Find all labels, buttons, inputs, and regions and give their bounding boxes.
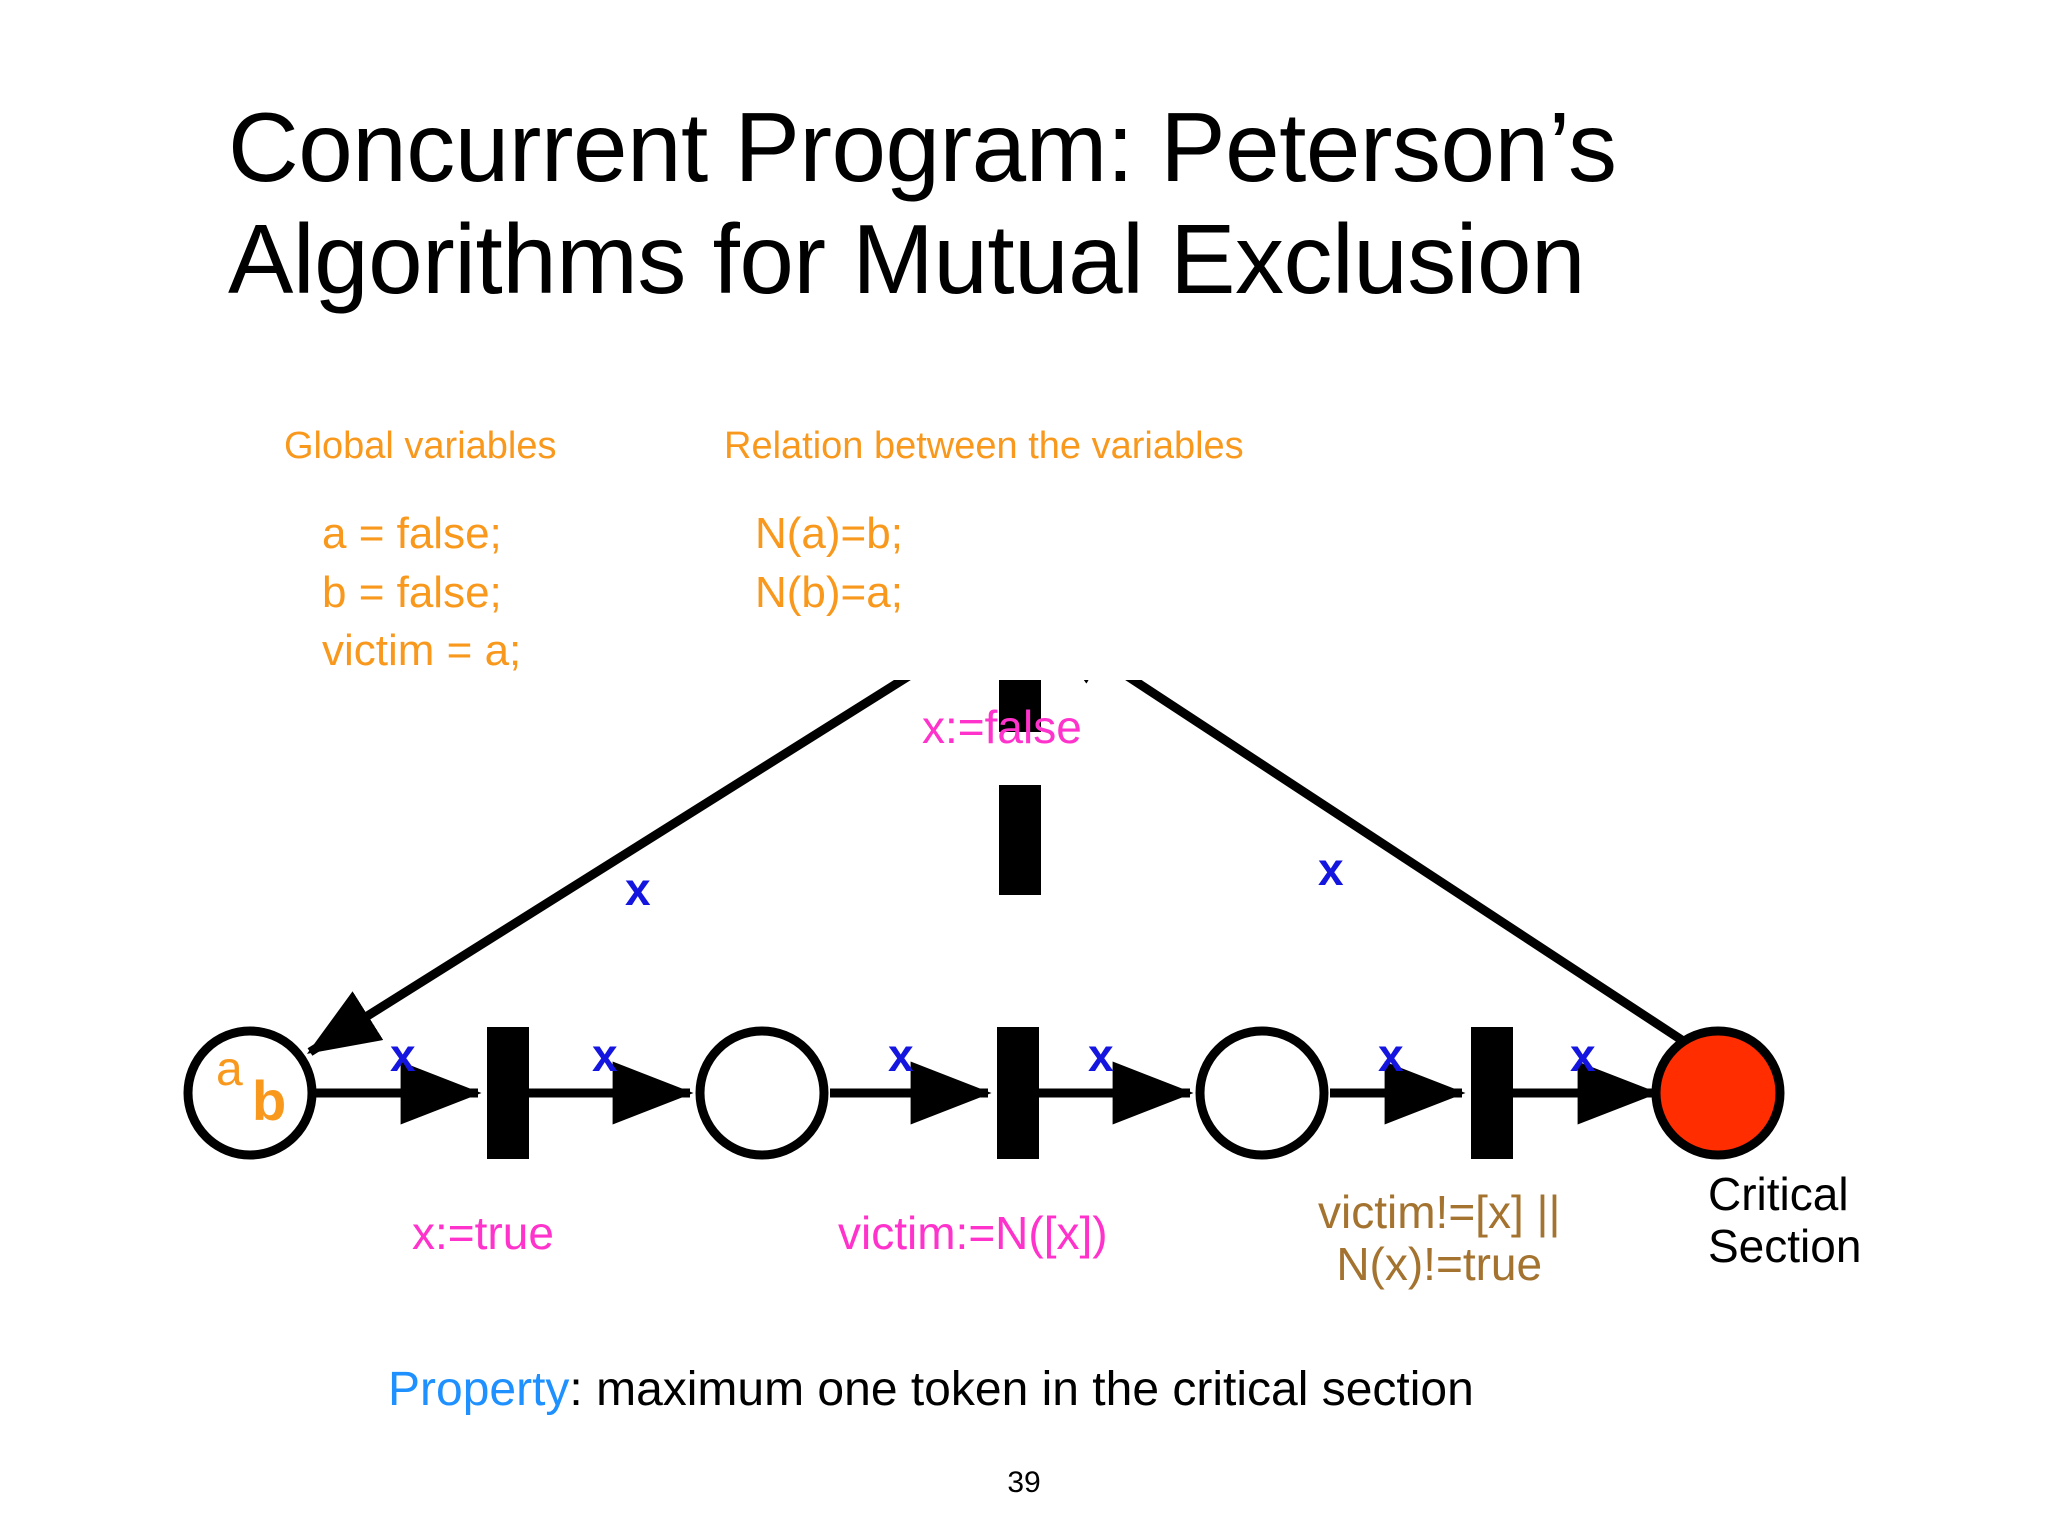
relation-line-na: N(a)=b; (755, 509, 903, 558)
transition-guard (1471, 1027, 1513, 1159)
transition-release (999, 680, 1041, 732)
relation-line-nb: N(b)=a; (755, 567, 903, 617)
globals-line-b: b = false; (322, 567, 502, 617)
token-b: b (252, 1069, 287, 1132)
title-line-2: Algorithms for Mutual Exclusion (228, 203, 1586, 314)
critical-caption-line-1: Critical (1708, 1168, 1849, 1220)
place-start (183, 1026, 317, 1160)
globals-code-block: a = false; b = false; victim = a; (322, 505, 521, 681)
transition-label-set-victim: victim:=N([x]) (838, 1207, 1108, 1259)
arc-label-t0-p1: x (592, 1029, 618, 1081)
relation-heading: Relation between the variables (724, 425, 1244, 467)
token-a: a (216, 1043, 243, 1096)
transition-label-guard: victim!=[x] || N(x)!=true (1318, 1186, 1560, 1291)
place-critical-section (1651, 1026, 1785, 1160)
globals-line-victim: victim = a; (322, 626, 522, 676)
globals-heading: Global variables (284, 425, 557, 467)
transition-release-bar (999, 785, 1041, 895)
place-mid-2 (1195, 1026, 1329, 1160)
arc-label-p2-t2: x (1378, 1029, 1404, 1081)
place-mid-1 (695, 1026, 829, 1160)
guard-line-2: N(x)!=true (1336, 1238, 1543, 1291)
relation-code-block: N(a)=b; N(b)=a; (755, 505, 903, 622)
guard-line-1: victim!=[x] || (1318, 1186, 1561, 1238)
arc-label-p1-t1: x (888, 1029, 914, 1081)
transition-set-flag (487, 1027, 529, 1159)
title-line-1: Concurrent Program: Peterson’s (228, 92, 1617, 202)
globals-line-a: a = false; (322, 509, 502, 558)
critical-caption-line-2: Section (1708, 1220, 1862, 1273)
arc-label-t2-p3: x (1570, 1029, 1596, 1081)
page-number: 39 (1007, 1466, 1041, 1499)
property-separator: : (569, 1363, 597, 1416)
transition-label-set-flag: x:=true (412, 1207, 554, 1259)
transition-set-victim (997, 1027, 1039, 1159)
critical-section-caption: Critical Section (1708, 1168, 1861, 1273)
arc-label-release-left: x (625, 863, 651, 915)
petri-net-diagram (0, 680, 2048, 1300)
arc-label-t1-p2: x (1088, 1029, 1114, 1081)
property-keyword: Property (388, 1363, 570, 1416)
page-title: Concurrent Program: Peterson’s Algorithm… (228, 92, 1888, 315)
property-statement: Property: maximum one token in the criti… (388, 1362, 1474, 1417)
transition-label-release: x:=false (922, 701, 1082, 753)
arc-label-p0-t0: x (390, 1029, 416, 1081)
arc-label-release-right: x (1318, 843, 1344, 895)
property-text: maximum one token in the critical sectio… (596, 1363, 1474, 1416)
